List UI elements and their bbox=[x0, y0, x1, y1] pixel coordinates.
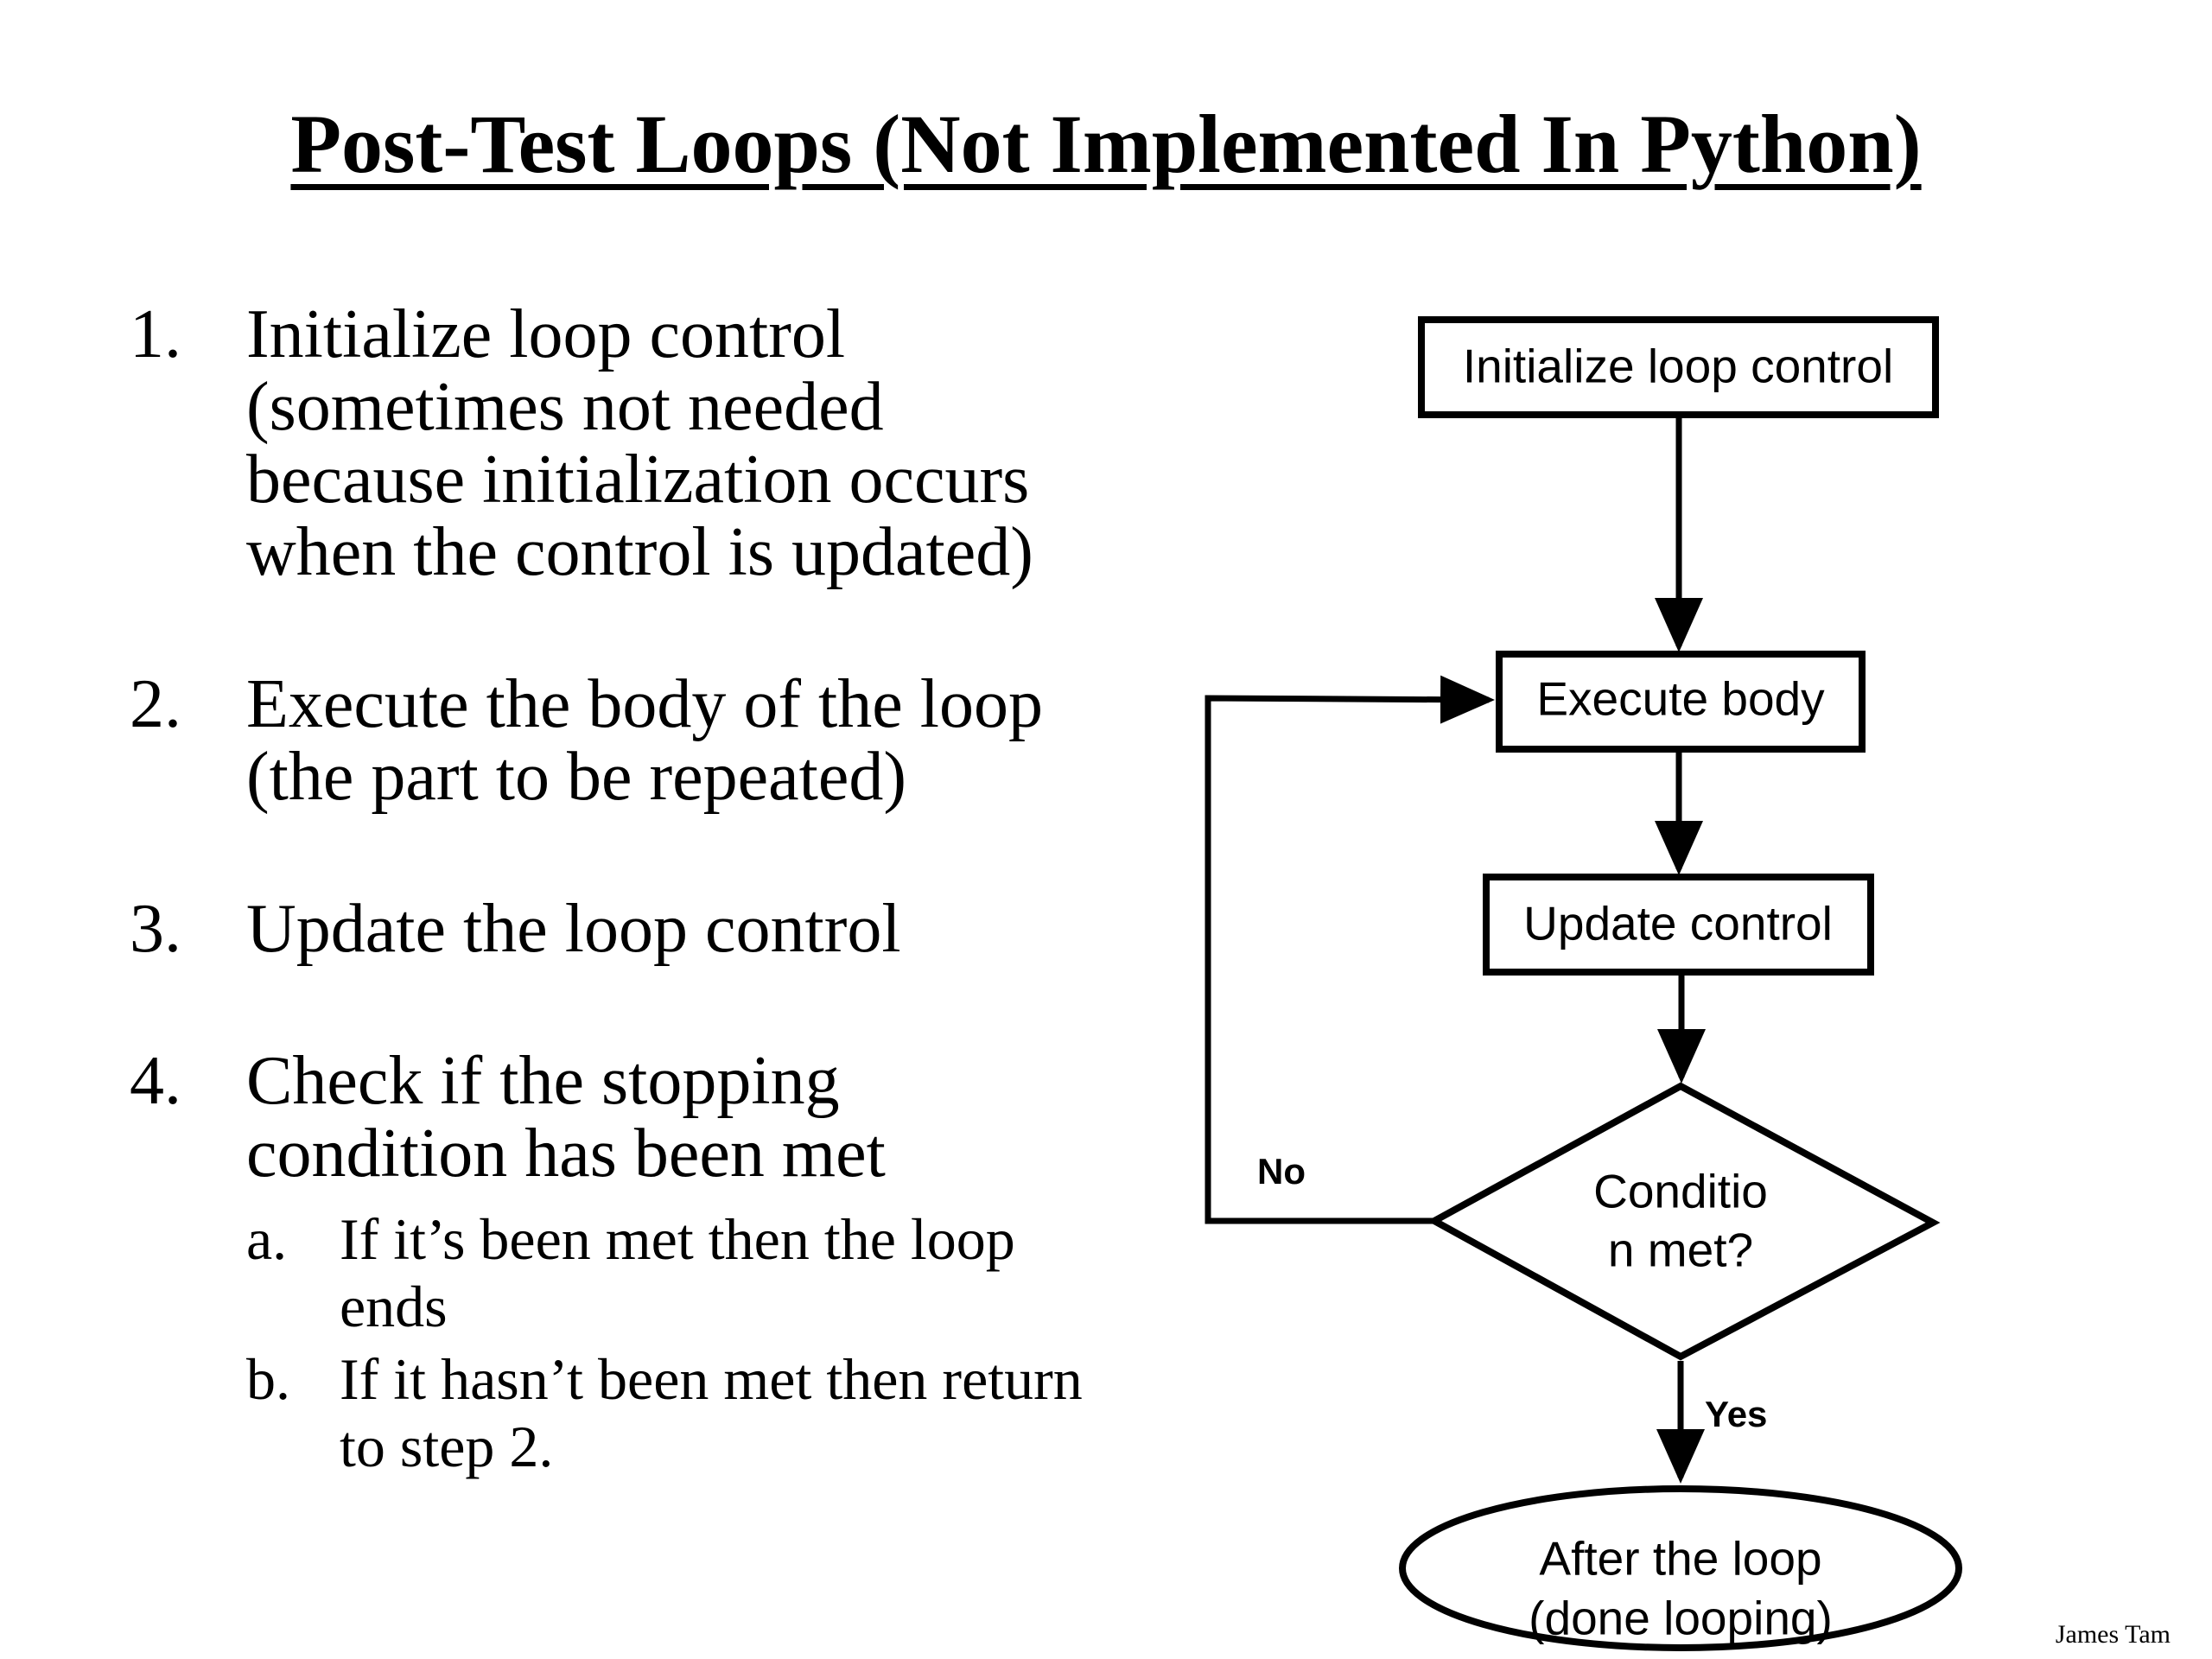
step-item: 1. Initialize loop control (sometimes no… bbox=[130, 298, 1149, 588]
end-oval-line-1: After the loop bbox=[1539, 1532, 1821, 1586]
substep-item: a. If it’s been met then the loop ends bbox=[246, 1205, 1149, 1340]
update-box-label: Update control bbox=[1523, 897, 1833, 950]
yes-label: Yes bbox=[1705, 1394, 1767, 1434]
step-number: 3. bbox=[130, 891, 181, 967]
body-box-label: Execute body bbox=[1536, 672, 1825, 726]
author-footer: James Tam bbox=[2055, 1620, 2171, 1649]
step-line: (sometimes not needed bbox=[246, 369, 884, 445]
substeps-list: a. If it’s been met then the loop ends b… bbox=[246, 1205, 1149, 1480]
step-line: condition has been met bbox=[246, 1116, 886, 1192]
arrow-no-loop-back bbox=[1205, 675, 1495, 1224]
no-label: No bbox=[1257, 1151, 1306, 1192]
step-number: 2. bbox=[130, 666, 181, 742]
step-number: 1. bbox=[130, 296, 181, 372]
step-line: because initialization occurs bbox=[246, 442, 1030, 518]
step-item: 2. Execute the body of the loop (the par… bbox=[130, 668, 1149, 813]
substep-item: b. If it hasn’t been met then return to … bbox=[246, 1345, 1149, 1480]
init-box bbox=[1418, 316, 1939, 418]
substep-line: to step 2. bbox=[340, 1414, 554, 1479]
update-box bbox=[1483, 874, 1874, 976]
step-number: 4. bbox=[130, 1043, 181, 1119]
substep-label: a. bbox=[246, 1206, 288, 1272]
substep-label: b. bbox=[246, 1346, 290, 1412]
step-line: Execute the body of the loop bbox=[246, 666, 1043, 742]
substep-line: If it hasn’t been met then return bbox=[340, 1346, 1083, 1412]
slide-title: Post-Test Loops (Not Implemented In Pyth… bbox=[290, 98, 1922, 190]
step-line: Initialize loop control bbox=[246, 296, 846, 372]
step-line: Check if the stopping bbox=[246, 1043, 840, 1119]
decision-label-line-1: Conditio bbox=[1593, 1165, 1768, 1218]
step-item: 4. Check if the stopping condition has b… bbox=[130, 1045, 1149, 1480]
end-oval bbox=[1399, 1485, 1962, 1651]
end-oval-line-2: (done looping) bbox=[1529, 1592, 1833, 1645]
step-item: 3. Update the loop control bbox=[130, 893, 1149, 965]
body-box bbox=[1496, 651, 1866, 753]
step-line: (the part to be repeated) bbox=[246, 739, 907, 815]
steps-list: 1. Initialize loop control (sometimes no… bbox=[130, 298, 1149, 1485]
decision-label-line-2: n met? bbox=[1608, 1224, 1753, 1277]
substep-line: If it’s been met then the loop bbox=[340, 1206, 1015, 1272]
step-line: when the control is updated) bbox=[246, 514, 1033, 590]
step-line: Update the loop control bbox=[246, 891, 901, 967]
init-box-label: Initialize loop control bbox=[1463, 340, 1893, 393]
substep-line: ends bbox=[340, 1274, 448, 1339]
decision-diamond bbox=[1427, 1082, 1941, 1361]
